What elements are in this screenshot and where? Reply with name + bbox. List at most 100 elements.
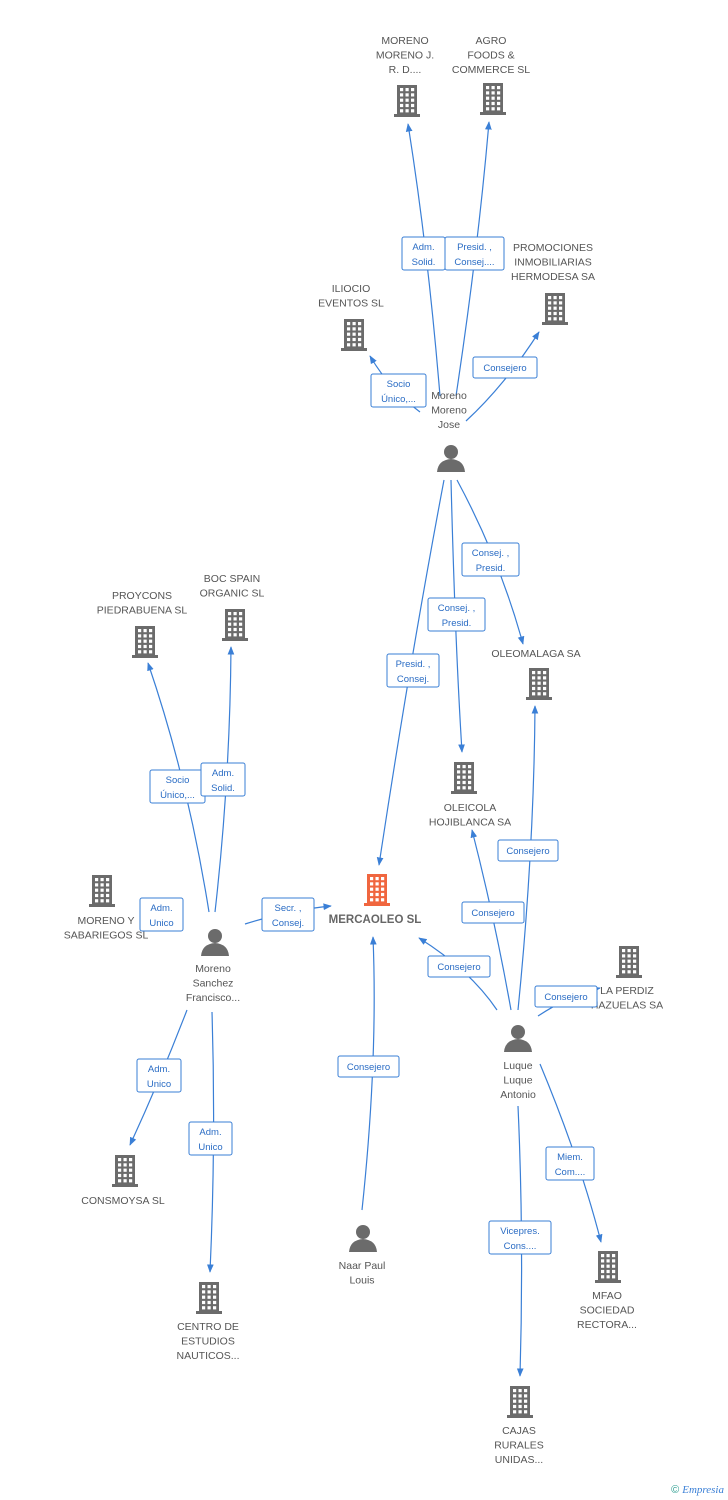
edge-label-luque-to-oleicola[interactable]: Consejero (461, 901, 525, 924)
person-icon (437, 445, 465, 472)
edge-label-moreno_jose-to-promociones[interactable]: Consejero (472, 356, 538, 379)
edge-label-text: Consejero (347, 1062, 390, 1073)
node-label: OLEOMALAGA SA (491, 648, 580, 660)
edge-label-text: Adm. (412, 242, 434, 253)
edge-label-moreno_jose-to-iliocio[interactable]: SocioÚnico,... (370, 373, 427, 408)
edge-label-text: Presid. , (457, 242, 492, 253)
edge-label-moreno_sanchez-to-mercaoleo[interactable]: Secr. , Consej. (261, 897, 315, 932)
building-icon (451, 762, 477, 794)
building-icon (364, 874, 390, 906)
edge-label-text: Miem. (557, 1152, 583, 1163)
node-label: Moreno (431, 390, 467, 402)
edge-label-text: Secr. , (275, 903, 302, 914)
node-label: FOODS & (467, 50, 514, 62)
node-moreno_sanchez[interactable]: MorenoSanchezFrancisco... (186, 929, 240, 1004)
node-label: MORENO (381, 35, 428, 47)
edge-label-luque-to-oleomalaga[interactable]: Consejero (497, 839, 559, 862)
node-mercaoleo[interactable]: MERCAOLEO SL (329, 874, 422, 926)
node-label: NAUTICOS... (176, 1350, 239, 1362)
edge-label-moreno_sanchez-to-consmoysa[interactable]: Adm.Unico (136, 1058, 182, 1093)
edges-layer (129, 121, 603, 1377)
edge-label-text: Adm. (150, 903, 172, 914)
edge-label-luque-to-mfao[interactable]: Miem.Com.... (545, 1146, 595, 1181)
node-label: ORGANIC SL (200, 588, 265, 600)
edge-label-text: Adm. (199, 1127, 221, 1138)
person-icon (201, 929, 229, 956)
edge-label-moreno_jose-to-oleicola[interactable]: Consej. ,Presid. (427, 597, 486, 632)
node-label: CONSMOYSA SL (81, 1195, 165, 1207)
edge-label-text: Consejero (471, 908, 514, 919)
node-label: CAJAS (502, 1425, 536, 1437)
copyright-icon: © (671, 1484, 680, 1496)
building-icon (394, 85, 420, 117)
node-cajas[interactable]: CAJASRURALESUNIDAS... (494, 1386, 544, 1466)
node-label: SABARIEGOS SL (64, 930, 149, 942)
node-label: AGRO (476, 35, 507, 47)
building-icon (341, 319, 367, 351)
edge-label-text: Adm. (148, 1064, 170, 1075)
node-label: PROYCONS (112, 590, 172, 602)
edge-label-text: Unico (198, 1142, 222, 1153)
node-label: EVENTOS SL (318, 298, 384, 310)
edge-label-moreno_sanchez-to-moreno_sabariegos[interactable]: Adm.Unico (139, 897, 184, 932)
node-label: Sanchez (193, 978, 234, 990)
edge-label-moreno_sanchez-to-centro[interactable]: Adm. Unico (188, 1121, 233, 1156)
edge-label-moreno_sanchez-to-proycons[interactable]: SocioÚnico,... (149, 769, 206, 804)
node-label: HOJIBLANCA SA (429, 817, 511, 829)
edge-label-luque-to-mercaoleo[interactable]: Consejero (427, 955, 491, 978)
building-icon (132, 626, 158, 658)
node-mfao[interactable]: MFAOSOCIEDADRECTORA... (577, 1251, 637, 1331)
edge-label-text: Único,... (381, 394, 416, 405)
edge-label-luque-to-la_perdiz[interactable]: Consejero (534, 985, 598, 1008)
node-consmoysa[interactable]: CONSMOYSA SL (81, 1155, 165, 1207)
edge-label-text: Consej. (272, 918, 304, 929)
node-label: Moreno (431, 405, 467, 417)
node-label: INMOBILIARIAS (514, 257, 592, 269)
building-icon (616, 946, 642, 978)
node-centro[interactable]: CENTRO DE ESTUDIOS NAUTICOS... (176, 1282, 240, 1362)
building-icon (480, 83, 506, 115)
edge-label-text: Consejero (437, 962, 480, 973)
edge-label-text: Socio (387, 379, 411, 390)
building-icon (112, 1155, 138, 1187)
edge-label-text: Cons.... (504, 1241, 537, 1252)
node-label: ESTUDIOS (181, 1336, 235, 1348)
node-label: Jose (438, 419, 460, 431)
node-label: CENTRO DE (177, 1321, 239, 1333)
edge-label-moreno_jose-to-oleomalaga[interactable]: Consej. ,Presid. (461, 542, 520, 577)
node-label: RECTORA... (577, 1319, 637, 1331)
edge-label-text: Solid. (211, 783, 235, 794)
edge-label-moreno_jose-to-moreno_jrd[interactable]: Adm. Solid. (401, 236, 446, 271)
node-label: R. D.... (389, 64, 422, 76)
person-icon (349, 1225, 377, 1252)
node-label: Luque (503, 1075, 532, 1087)
edge-label-text: Consej. (397, 674, 429, 685)
node-label: Antonio (500, 1089, 536, 1101)
edge-label-luque-to-cajas[interactable]: Vicepres.Cons.... (488, 1220, 552, 1255)
edge-label-text: Consejero (544, 992, 587, 1003)
edge-label-text: Presid. (476, 563, 506, 574)
edge-moreno_jose-to-promociones (465, 331, 540, 422)
edge-label-text: Único,... (160, 790, 195, 801)
edge-label-text: Solid. (412, 257, 436, 268)
node-label: Louis (349, 1275, 374, 1287)
edge-label-moreno_sanchez-to-boc[interactable]: Adm.Solid. (200, 762, 246, 797)
node-oleomalaga[interactable]: OLEOMALAGA SA (491, 648, 581, 700)
edge-label-naar-to-mercaoleo[interactable]: Consejero (337, 1055, 400, 1078)
edge-label-moreno_jose-to-agro[interactable]: Presid. ,Consej.... (444, 236, 505, 271)
edge-label-moreno_jose-to-mercaoleo[interactable]: Presid. ,Consej. (386, 653, 440, 688)
node-label: PROMOCIONES (513, 242, 593, 254)
